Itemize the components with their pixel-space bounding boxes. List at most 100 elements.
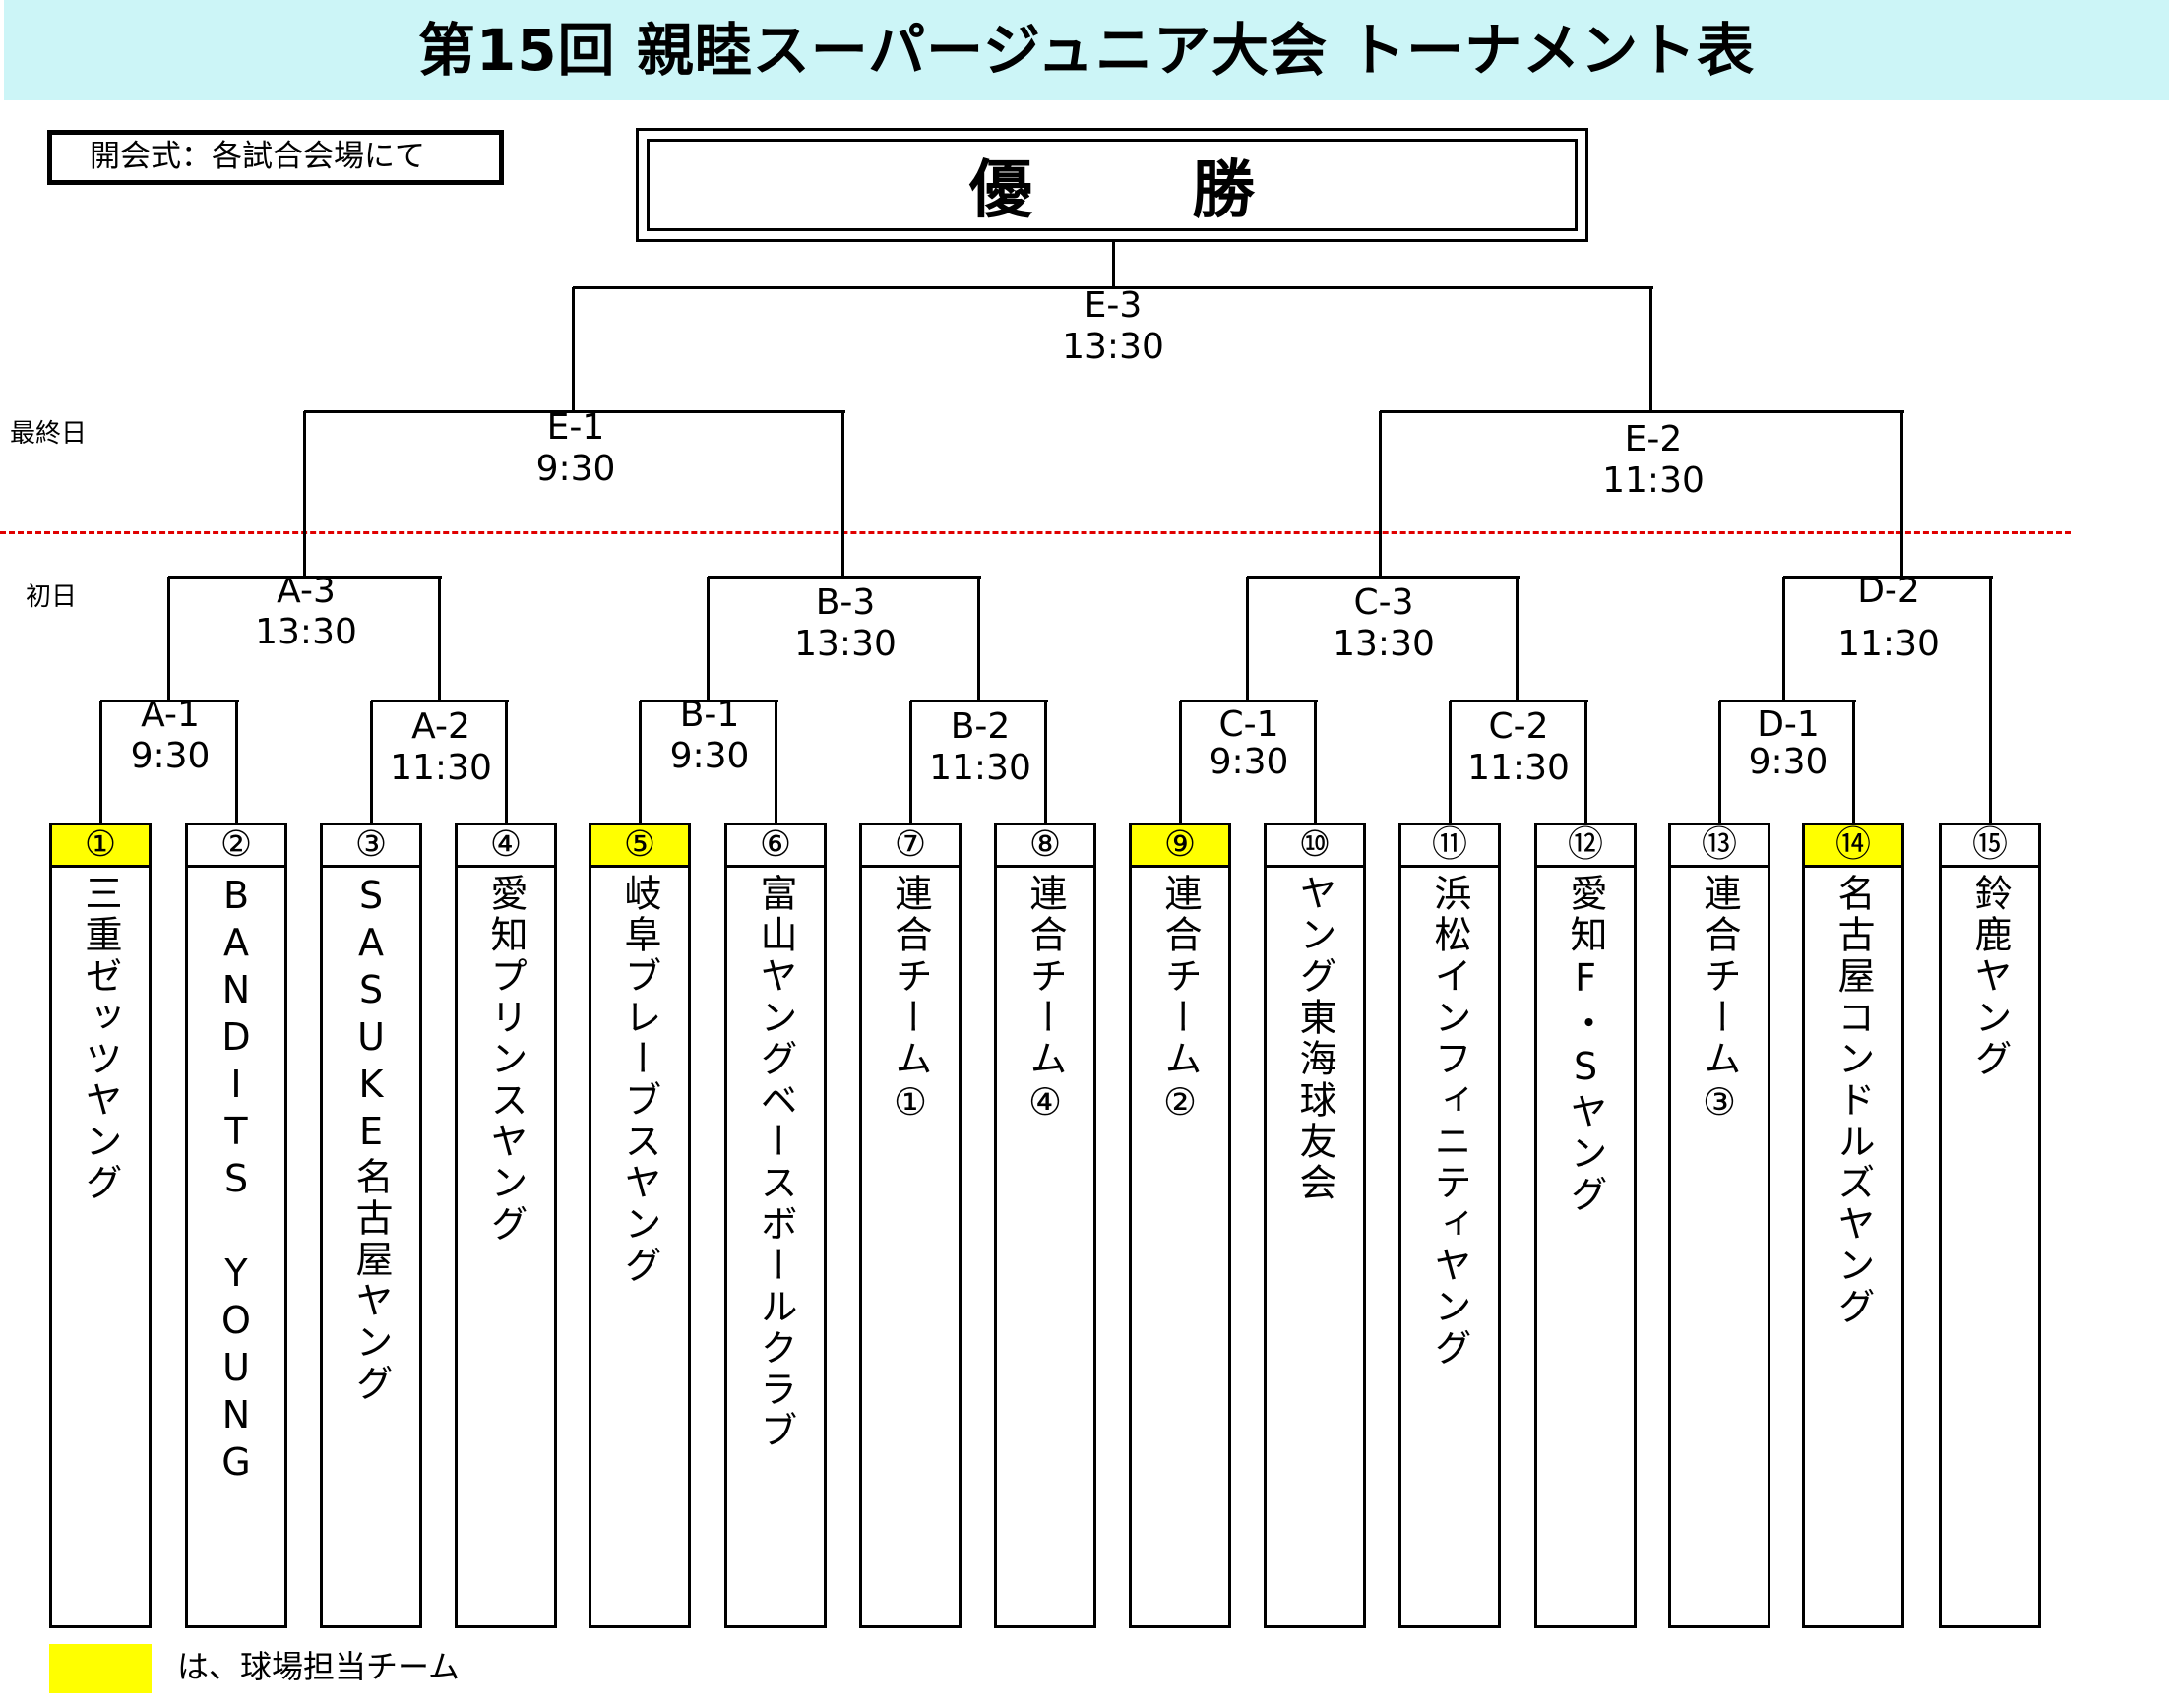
match-time: 13:30 xyxy=(1062,327,1164,367)
team-box: 連合チーム④ xyxy=(994,865,1096,1628)
bracket-line xyxy=(370,701,373,824)
bracket-line xyxy=(168,576,442,579)
bracket-line xyxy=(1379,411,1382,577)
day-divider xyxy=(0,531,2071,534)
team-number: ④ xyxy=(455,823,557,868)
bracket-line xyxy=(1112,242,1115,287)
team-name: 富山ヤングベースボールクラブ xyxy=(754,874,797,1452)
match-code: B-3 xyxy=(815,582,876,623)
team-name: 愛知プリンスヤング xyxy=(484,874,528,1246)
bracket-line xyxy=(1044,701,1047,824)
team-box: 愛知プリンスヤング xyxy=(455,865,557,1628)
bracket-line xyxy=(1900,411,1903,577)
bracket-line xyxy=(1783,576,1993,579)
match-code: C-2 xyxy=(1488,706,1549,747)
bracket-line xyxy=(707,577,710,701)
team-number: ⑬ xyxy=(1668,823,1770,868)
bracket-line xyxy=(1314,701,1317,824)
bracket-line xyxy=(1380,410,1904,413)
bracket-line xyxy=(1449,701,1452,824)
match-code: B-2 xyxy=(950,706,1011,747)
team-name: 連合チーム④ xyxy=(1024,874,1067,1128)
team-name: 名古屋コンドルズヤング xyxy=(1832,874,1875,1328)
bracket-line xyxy=(1516,577,1519,701)
match-B2: B-2 11:30 xyxy=(833,706,1128,789)
team-box: 連合チーム② xyxy=(1129,865,1231,1628)
bracket-line xyxy=(100,700,239,702)
bracket-line xyxy=(235,701,238,824)
champion-label: 優 勝 xyxy=(968,153,1325,227)
match-A1: A-1 9:30 xyxy=(23,695,318,777)
team-name: 連合チーム② xyxy=(1158,874,1202,1128)
match-code: B-1 xyxy=(679,695,740,735)
team-box: 連合チーム① xyxy=(859,865,962,1628)
match-time: 11:30 xyxy=(1837,624,1940,664)
bracket-line xyxy=(304,410,845,413)
team-number: ⑨ xyxy=(1129,823,1231,868)
team-number: ⑭ xyxy=(1802,823,1904,868)
team-name: 浜松インフィニティヤング xyxy=(1428,874,1471,1370)
bracket-line xyxy=(910,700,1048,702)
bracket-line xyxy=(708,576,981,579)
bracket-line xyxy=(371,700,509,702)
match-time: 11:30 xyxy=(390,748,492,788)
team-name: 鈴鹿ヤング xyxy=(1968,874,2012,1080)
bracket-line xyxy=(1179,701,1182,824)
team-box: 名古屋コンドルズヤング xyxy=(1802,865,1904,1628)
bracket-line xyxy=(1450,700,1588,702)
bracket-line xyxy=(1247,576,1520,579)
bracket-line xyxy=(1180,700,1318,702)
match-E3: E-3 13:30 xyxy=(965,285,1261,368)
team-box: 連合チーム③ xyxy=(1668,865,1770,1628)
bracket-line xyxy=(438,577,441,701)
team-box: BANDITS YOUNG xyxy=(185,865,287,1628)
team-number: ③ xyxy=(320,823,422,868)
bracket-line xyxy=(909,701,912,824)
team-number: ① xyxy=(49,823,152,868)
team-number: ⑮ xyxy=(1939,823,2041,868)
match-C3: C-3 13:30 xyxy=(1236,582,1531,665)
host-legend-text: は、球場担当チーム xyxy=(177,1648,461,1685)
team-box: 岐阜ブレーブスヤング xyxy=(589,865,691,1628)
match-E2: E-2 11:30 xyxy=(1506,419,1801,502)
team-name: ヤング東海球友会 xyxy=(1293,874,1336,1204)
team-name: BANDITS YOUNG xyxy=(215,874,258,1488)
match-code: E-2 xyxy=(1624,419,1683,459)
team-number: ⑫ xyxy=(1534,823,1637,868)
team-number: ⑩ xyxy=(1264,823,1366,868)
match-E1: E-1 9:30 xyxy=(428,407,723,490)
match-time: 13:30 xyxy=(255,612,357,652)
match-time: 11:30 xyxy=(1467,748,1570,788)
bracket-line xyxy=(1782,577,1785,701)
team-box: 愛知F・Sヤング xyxy=(1534,865,1637,1628)
match-time: 9:30 xyxy=(535,449,616,489)
bracket-line xyxy=(303,411,306,577)
bracket-line xyxy=(573,286,1653,289)
team-name: 三重ゼッツヤング xyxy=(79,874,122,1204)
team-name: SASUKE名古屋ヤング xyxy=(349,874,393,1405)
opening-ceremony-note: 開会式：各試合会場にて xyxy=(47,130,504,185)
bracket-line xyxy=(1649,287,1652,411)
host-legend-swatch xyxy=(49,1644,152,1693)
match-D2: D-2 11:30 xyxy=(1741,571,2036,665)
bracket-line xyxy=(505,701,508,824)
team-name: 岐阜ブレーブスヤング xyxy=(618,874,661,1287)
bracket-line xyxy=(1246,577,1249,701)
team-box: 三重ゼッツヤング xyxy=(49,865,152,1628)
team-number: ⑤ xyxy=(589,823,691,868)
match-code: A-2 xyxy=(411,706,470,747)
bracket-line xyxy=(572,287,575,411)
match-time: 9:30 xyxy=(1748,742,1829,782)
team-number: ② xyxy=(185,823,287,868)
team-box: ヤング東海球友会 xyxy=(1264,865,1366,1628)
match-code: D-2 xyxy=(1857,571,1920,611)
bracket-line xyxy=(1852,701,1855,824)
match-code: C-1 xyxy=(1218,704,1279,745)
team-number: ⑦ xyxy=(859,823,962,868)
final-day-label: 最終日 xyxy=(10,419,88,449)
match-code: A-3 xyxy=(277,571,336,611)
match-time: 9:30 xyxy=(1209,742,1289,782)
page-title: 第15回 親睦スーパージュニア大会 トーナメント表 xyxy=(417,17,1756,84)
match-code: A-1 xyxy=(141,695,200,735)
bracket-line xyxy=(977,577,980,701)
